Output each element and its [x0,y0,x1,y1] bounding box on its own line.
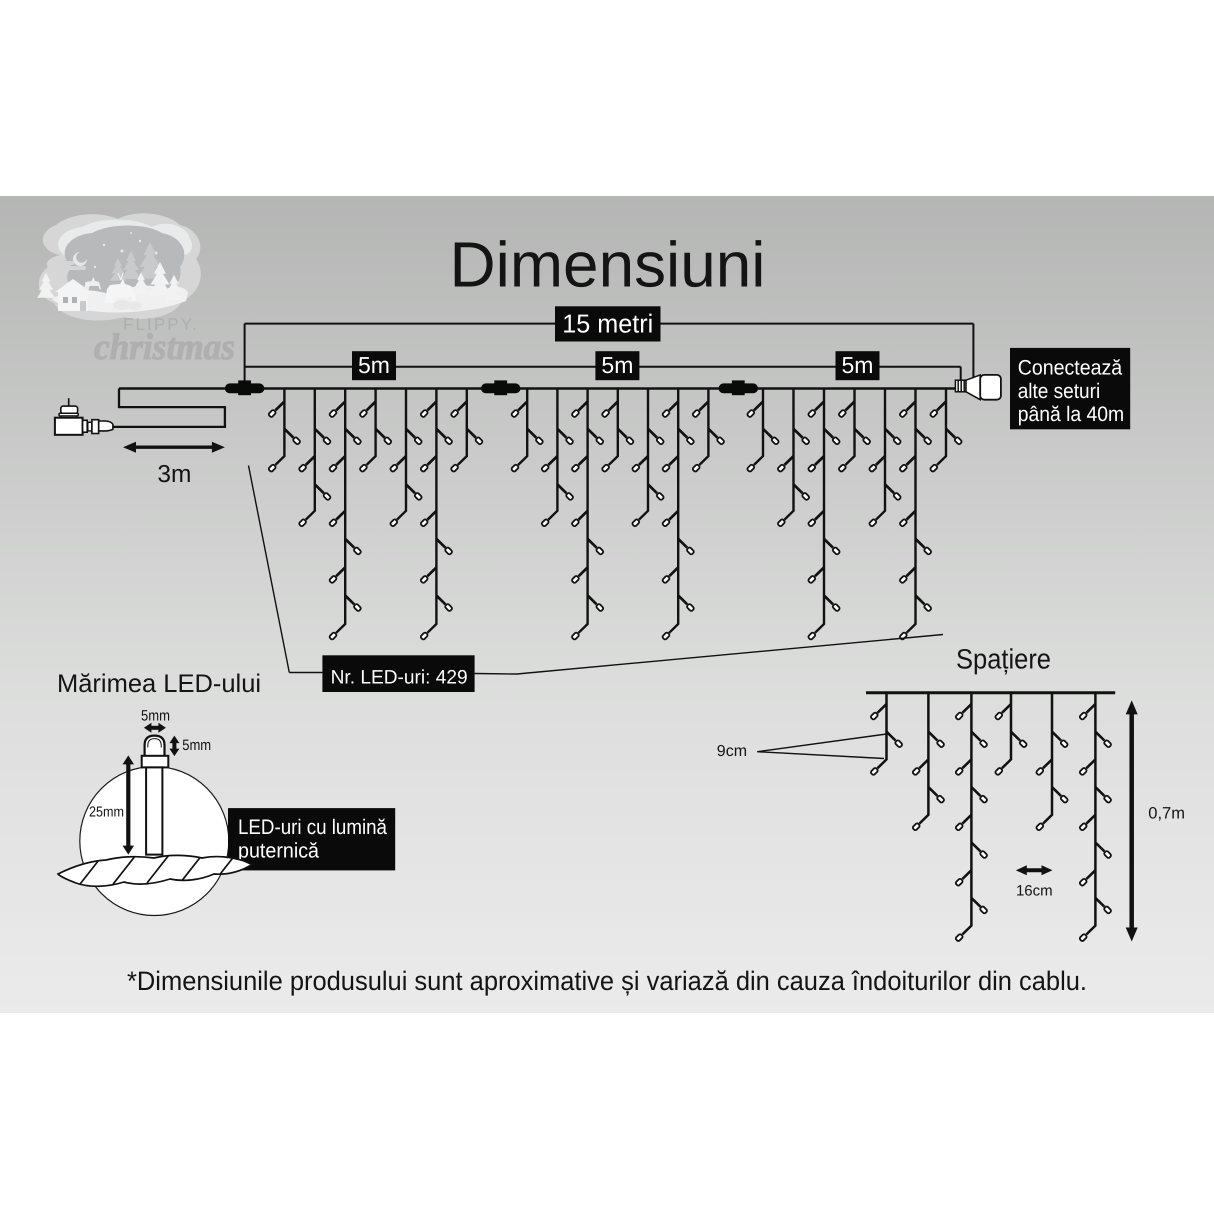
svg-text:5m: 5m [601,352,633,378]
svg-text:*Dimensiunile produsului sunt: *Dimensiunile produsului sunt aproximati… [127,966,1087,996]
svg-text:alte seturi: alte seturi [1018,380,1100,403]
svg-text:5mm: 5mm [141,707,170,724]
svg-text:FLIPPY.: FLIPPY. [123,315,199,334]
svg-text:Dimensiuni: Dimensiuni [450,229,766,301]
svg-text:Spațiere: Spațiere [956,644,1051,675]
svg-text:5m: 5m [358,352,390,378]
svg-text:16cm: 16cm [1016,882,1053,899]
svg-text:Nr. LED-uri: 429: Nr. LED-uri: 429 [331,666,468,688]
svg-text:Mărimea LED-ului: Mărimea LED-ului [57,670,261,698]
svg-text:christmas: christmas [94,327,235,368]
svg-text:0,7m: 0,7m [1148,805,1185,823]
svg-text:15 metri: 15 metri [562,309,653,339]
svg-text:3m: 3m [157,461,191,488]
svg-text:LED-uri cu lumină: LED-uri cu lumină [238,816,387,839]
svg-text:Conectează: Conectează [1018,357,1123,380]
svg-text:5mm: 5mm [182,737,211,754]
svg-text:până la 40m: până la 40m [1018,403,1124,426]
svg-text:25mm: 25mm [89,805,124,821]
svg-text:9cm: 9cm [717,743,747,760]
svg-text:puternică: puternică [238,840,319,863]
svg-text:5m: 5m [842,352,874,378]
